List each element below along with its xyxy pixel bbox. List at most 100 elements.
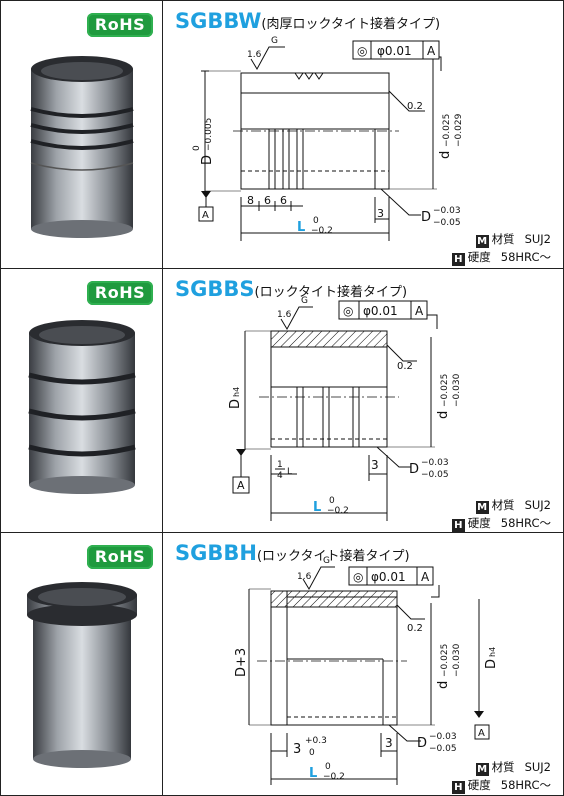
outer-fit: h4: [232, 387, 241, 397]
spec-cell: SGBBS(ロックタイト接着タイプ): [163, 269, 563, 532]
product-row-sgbbs: RoHS: [1, 269, 563, 533]
bore-tol-lower: −0.030: [452, 643, 462, 677]
datum-marker: A: [237, 479, 245, 492]
product-subtitle: (ロックタイト接着タイプ): [254, 285, 408, 300]
hardness-label: 硬度: [467, 516, 491, 530]
technical-drawing: 1.6 G ◎ φ0.01 A 0.2 D+3 d −0.025 −0.030 …: [234, 556, 499, 785]
outer-diameter-label: D: [484, 659, 499, 669]
length-upper: 0: [329, 496, 335, 506]
material-value: SUJ2: [524, 498, 551, 512]
technical-drawing: 1.6 G ◎ φ0.01 A 0.2 D h4 d −0.025 −0.030…: [228, 296, 462, 521]
relief-label: D: [409, 462, 419, 477]
length-lower: −0.2: [323, 772, 345, 782]
outer-tol-lower: −0.005: [204, 118, 214, 151]
bushing-photo: [28, 320, 136, 494]
material-value: SUJ2: [524, 760, 551, 774]
bore-tol-lower: −0.030: [452, 373, 462, 407]
end-length: 3: [371, 458, 379, 472]
relief-upper: −0.03: [429, 732, 457, 742]
hardness-label: 硬度: [467, 778, 491, 792]
material-badge: M: [475, 235, 489, 248]
rohs-badge: RoHS: [87, 13, 153, 37]
datum-label: A: [415, 304, 424, 318]
roughness-value: 1.6: [247, 50, 262, 60]
bore-tol-lower: −0.029: [454, 113, 464, 147]
spec-cell: SGBBH(ロックタイト接着タイプ): [163, 533, 563, 795]
hardness-badge: H: [451, 519, 465, 532]
relief-upper: −0.03: [433, 206, 461, 216]
bore-label: d: [438, 151, 453, 159]
groove-label: G: [301, 296, 308, 306]
tolerance-value: φ0.01: [377, 44, 412, 58]
bushing-photo: [30, 56, 134, 238]
tolerance-value: φ0.01: [363, 304, 398, 318]
hardness-badge: H: [451, 253, 465, 266]
photo-cell: RoHS: [1, 533, 163, 795]
bore-tol-upper: −0.025: [440, 374, 450, 407]
flange-length: 3: [293, 742, 301, 757]
spec-cell: SGBBW(肉厚ロックタイト接着タイプ): [163, 1, 563, 268]
chamfer-value: 0.2: [397, 361, 413, 372]
material-badge: M: [475, 501, 489, 514]
roughness-value: 1.6: [297, 572, 312, 582]
material-value: SUJ2: [524, 232, 551, 246]
product-subtitle: (ロックタイト接着タイプ): [256, 549, 410, 564]
flange-tol-upper: +0.3: [305, 736, 327, 746]
product-code: SGBBH: [175, 541, 257, 565]
end-length: 3: [385, 736, 393, 750]
relief-label: D: [421, 210, 431, 225]
length-label: L: [309, 766, 317, 781]
relief-upper: −0.03: [421, 458, 449, 468]
material-label: 材質: [491, 498, 515, 512]
chamfer-value: 0.2: [407, 101, 423, 112]
bore-label: d: [436, 411, 451, 419]
quarter-variable: L: [287, 467, 292, 477]
product-title: SGBBW(肉厚ロックタイト接着タイプ): [175, 9, 440, 33]
relief-label: D: [417, 736, 427, 751]
chamfer-value: 0.2: [407, 623, 423, 634]
bushing-photo: [27, 582, 137, 768]
segment-2: 6: [264, 194, 271, 207]
datum-marker: A: [478, 728, 485, 739]
material-badge: M: [475, 763, 489, 776]
groove-label: G: [271, 36, 278, 46]
datum-marker: A: [202, 210, 209, 221]
tolerance-value: φ0.01: [371, 570, 406, 584]
groove-label: G: [323, 556, 330, 566]
product-row-sgbbh: RoHS: [1, 533, 563, 795]
rohs-badge: RoHS: [87, 545, 153, 569]
concentricity-symbol: ◎: [353, 570, 363, 584]
outer-diameter-label: D: [228, 399, 243, 409]
segment-3: 6: [280, 194, 287, 207]
outer-diameter-label: D: [200, 155, 215, 165]
hardness-value: 58HRC〜: [500, 778, 551, 792]
bore-tol-upper: −0.025: [442, 114, 452, 147]
hardness-value: 58HRC〜: [500, 250, 551, 264]
roughness-value: 1.6: [277, 310, 292, 320]
product-subtitle: (肉厚ロックタイト接着タイプ): [261, 17, 441, 32]
product-code: SGBBW: [175, 9, 262, 33]
length-label: L: [313, 500, 321, 515]
concentricity-symbol: ◎: [357, 44, 367, 58]
hardness-value: 58HRC〜: [500, 516, 551, 530]
hardness-badge: H: [451, 781, 465, 794]
relief-lower: −0.05: [433, 218, 461, 228]
datum-label: A: [421, 570, 430, 584]
outer-fit: h4: [488, 647, 497, 657]
length-lower: −0.2: [327, 506, 349, 516]
end-length: 3: [377, 207, 384, 220]
bore-label: d: [436, 681, 451, 689]
flange-tol-lower: 0: [309, 748, 315, 758]
hardness-label: 硬度: [467, 250, 491, 264]
photo-cell: RoHS: [1, 1, 163, 268]
photo-cell: RoHS: [1, 269, 163, 532]
length-upper: 0: [325, 762, 331, 772]
concentricity-symbol: ◎: [343, 304, 353, 318]
